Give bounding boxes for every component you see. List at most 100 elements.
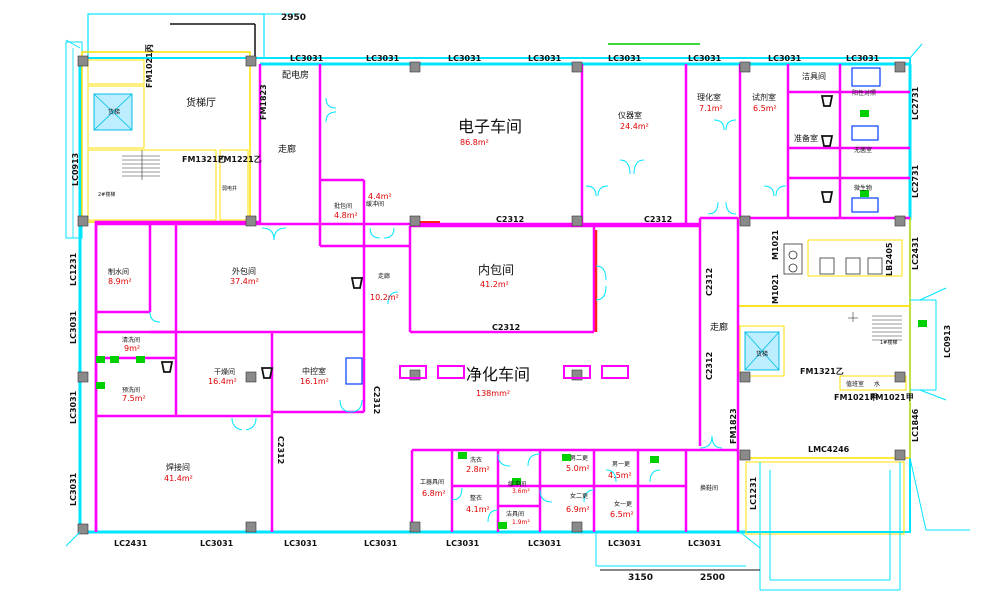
door-tag: LB2405 xyxy=(885,242,894,276)
window-tags-left: LC1231 LC3031 LC3031 LC3031 LC0913 xyxy=(69,153,80,506)
door-tag: C2312 xyxy=(644,215,672,224)
room-buffer2: 缓冲间 xyxy=(508,480,526,488)
window-tag: LC1231 xyxy=(69,252,78,286)
area-inner-pkg: 41.2m² xyxy=(480,280,509,289)
window-tag: LC3031 xyxy=(69,472,78,506)
room-prep: 准备室 xyxy=(794,133,818,143)
area-male1: 4.5m² xyxy=(608,471,632,480)
room-instrument: 仪器室 xyxy=(618,110,642,120)
room-mini-pkg: 批包间 xyxy=(334,202,352,210)
window-tag: LC2431 xyxy=(114,539,148,548)
room-shoe: 换鞋间 xyxy=(700,484,718,492)
area-wash: 9m² xyxy=(124,344,140,353)
room-weld: 焊接间 xyxy=(166,462,190,472)
room-labels: 电子车间 86.8m² 净化车间 138mm² 内包间 41.2m² 外包间 3… xyxy=(98,69,897,526)
room-male2: 男二更 xyxy=(570,455,588,462)
area-prewash: 7.5m² xyxy=(122,394,146,403)
room-corridor-mid: 走廊 xyxy=(378,272,390,280)
window-tag: LC3031 xyxy=(768,54,802,63)
room-female1: 女一更 xyxy=(614,500,632,508)
toilet-fixtures xyxy=(783,243,883,275)
window-tag: LC0913 xyxy=(943,325,952,358)
structural-columns xyxy=(77,55,906,535)
yellow-structures xyxy=(81,51,911,535)
window-tag: LC3031 xyxy=(688,539,722,548)
area-clean: 138mm² xyxy=(476,389,510,398)
room-clean: 净化车间 xyxy=(466,365,530,384)
room-corridor-right: 走廊 xyxy=(710,321,728,333)
stair-2-steps xyxy=(122,150,160,180)
window-tags-right: LC2731 LC2731 LC2431 LC0913 LC1846 LC123… xyxy=(749,86,952,510)
door-tag: FM1021甲 xyxy=(870,393,914,402)
window-tag: LC3031 xyxy=(528,54,562,63)
room-weak-elec: 弱电井 xyxy=(222,185,237,192)
dim-bottom-left: 3150 xyxy=(628,573,653,583)
room-stair2: 2#楼梯 xyxy=(98,191,115,198)
stair-1-steps xyxy=(848,312,902,341)
window-tag: LC2731 xyxy=(911,164,920,198)
room-male1: 男一更 xyxy=(612,461,630,468)
room-change: 整衣 xyxy=(470,494,482,502)
room-elevator-hall: 货梯厅 xyxy=(186,96,216,109)
green-markers xyxy=(96,110,927,529)
area-mini-pkg: 4.8m² xyxy=(334,211,358,220)
window-tag: LC3031 xyxy=(846,54,880,63)
window-tag: LC3031 xyxy=(366,54,400,63)
window-tag: LC3031 xyxy=(69,390,78,424)
window-tag: LC2431 xyxy=(911,236,920,270)
interior-walls xyxy=(94,64,910,532)
door-tag: FM1823 xyxy=(729,408,738,444)
window-tag: LC3031 xyxy=(608,54,642,63)
area-tools: 6.8m² xyxy=(422,489,446,498)
room-clean-tools: 洁具间 xyxy=(802,71,826,81)
bottom-dimensions: 3150 2500 xyxy=(600,569,760,583)
area-instrument: 24.4m² xyxy=(620,122,649,131)
room-elevator: 货梯 xyxy=(108,108,120,116)
door-tag: FM1021甲 xyxy=(834,393,878,402)
area-buffer1: 4.4m² xyxy=(368,192,392,201)
sink-symbols xyxy=(160,95,834,379)
room-tools: 工器具间 xyxy=(420,478,444,486)
room-hand-wash: 洁具间 xyxy=(506,510,524,518)
door-tag: C2312 xyxy=(492,323,520,332)
area-female1: 6.5m² xyxy=(610,510,634,519)
window-tag: LC1231 xyxy=(749,476,758,510)
area-reagent: 6.5m² xyxy=(753,104,777,113)
room-water2: 水 xyxy=(874,380,880,388)
dim-bottom-right: 2500 xyxy=(700,573,725,583)
window-tag: LC3031 xyxy=(448,54,482,63)
room-sterile: 无菌室 xyxy=(854,146,872,154)
door-tag: C2312 xyxy=(496,215,524,224)
window-tag: LC0913 xyxy=(71,153,80,186)
room-duty: 值班室 xyxy=(846,380,864,388)
area-corridor-mid: 10.2m² xyxy=(370,293,399,302)
room-prewash: 预洗间 xyxy=(122,386,140,394)
room-female2: 女二更 xyxy=(570,492,588,500)
room-outer-pkg: 外包间 xyxy=(232,266,256,276)
dim-top-left: 2950 xyxy=(281,13,306,23)
room-elevator2: 货梯 xyxy=(756,350,768,358)
room-positive: 阳性对照 xyxy=(852,89,876,97)
room-physchem: 理化室 xyxy=(697,92,721,102)
room-wash: 清洗间 xyxy=(122,336,140,344)
window-tag: LC1846 xyxy=(911,408,920,442)
lab-blue-boxes xyxy=(345,67,881,385)
window-tag: LC3031 xyxy=(364,539,398,548)
door-tag: FM1021丙 xyxy=(145,44,154,88)
room-clothes-wash: 洗衣 xyxy=(470,456,482,464)
door-tag: FM1221乙 xyxy=(218,155,262,164)
area-dry: 16.4m² xyxy=(208,377,237,386)
room-micro: 微生物 xyxy=(854,184,872,192)
window-tag: LC3031 xyxy=(688,54,722,63)
window-tag: LC3031 xyxy=(284,539,318,548)
door-tags: C2312 C2312 C2312 C2312 C2312 C2312 C231… xyxy=(145,44,914,464)
door-tag: M1021 xyxy=(771,273,780,304)
door-tag: FM1823 xyxy=(259,84,268,120)
area-male2: 5.0m² xyxy=(566,464,590,473)
clean-room-vents xyxy=(399,365,629,379)
door-tag: C2312 xyxy=(705,268,714,296)
window-tag: LC2731 xyxy=(911,86,920,120)
room-inner-pkg: 内包间 xyxy=(478,263,514,277)
